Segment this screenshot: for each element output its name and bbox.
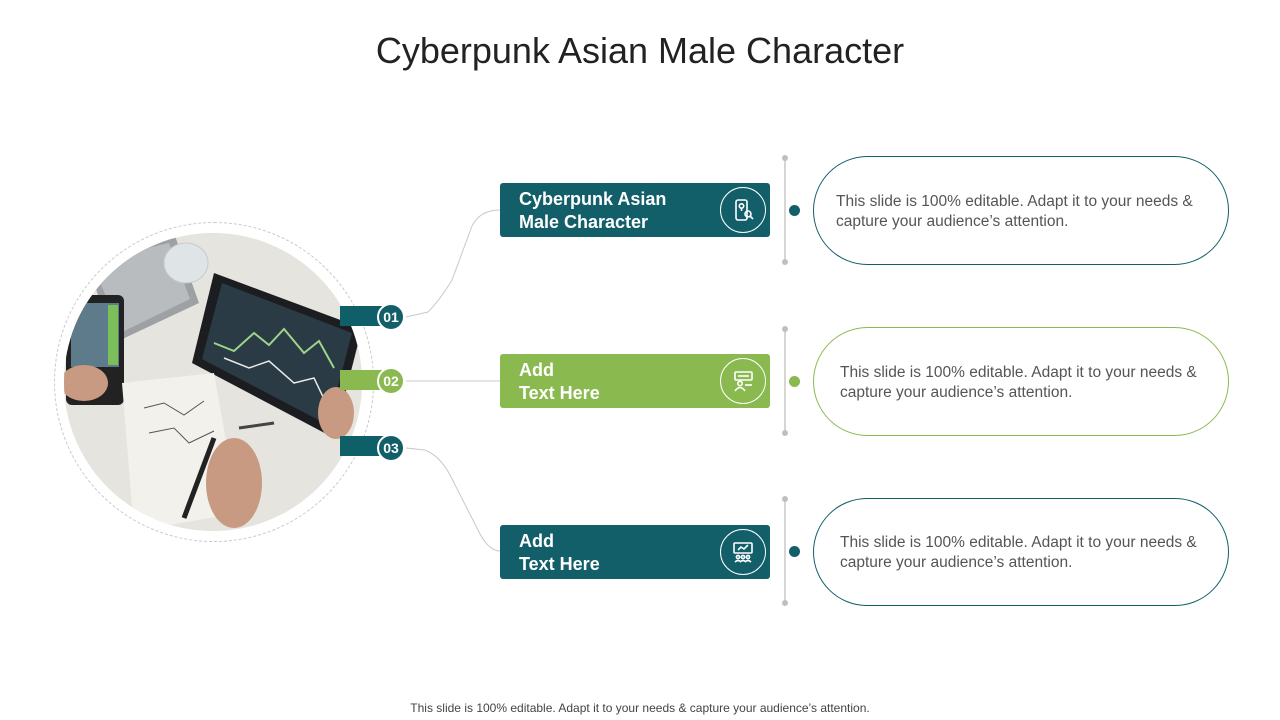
label-box-03: Add Text Here [500, 525, 770, 579]
description-text-01: This slide is 100% editable. Adapt it to… [836, 193, 1193, 230]
description-pill-02: This slide is 100% editable. Adapt it to… [813, 327, 1229, 436]
label-box-02: Add Text Here [500, 354, 770, 408]
description-pill-01: This slide is 100% editable. Adapt it to… [813, 156, 1229, 265]
label-text-02-line2: Text Here [519, 383, 600, 403]
separator-02 [784, 329, 786, 433]
label-text-03-line1: Add [519, 531, 554, 551]
label-text-01-line1: Cyberpunk Asian [519, 189, 667, 209]
description-text-03: This slide is 100% editable. Adapt it to… [840, 534, 1197, 571]
slide-title: Cyberpunk Asian Male Character [375, 30, 905, 71]
presentation-audience-icon [720, 529, 766, 575]
description-text-02: This slide is 100% editable. Adapt it to… [840, 364, 1197, 401]
footer-note: This slide is 100% editable. Adapt it to… [410, 701, 870, 715]
bullet-dot-03 [789, 546, 800, 557]
separator-03 [784, 499, 786, 603]
label-text-02-line1: Add [519, 360, 554, 380]
separator-02-top-dot [782, 326, 788, 332]
label-text-03-line2: Text Here [519, 554, 600, 574]
mobile-location-icon [720, 187, 766, 233]
bullet-dot-02 [789, 376, 800, 387]
separator-03-bottom-dot [782, 600, 788, 606]
description-pill-03: This slide is 100% editable. Adapt it to… [813, 498, 1229, 606]
number-badge-02: 02 [377, 367, 405, 395]
separator-01-top-dot [782, 155, 788, 161]
number-badge-01: 01 [377, 303, 405, 331]
separator-02-bottom-dot [782, 430, 788, 436]
label-box-01: Cyberpunk Asian Male Character [500, 183, 770, 237]
bullet-dot-01 [789, 205, 800, 216]
label-text-01-line2: Male Character [519, 212, 649, 232]
demo-presenter-icon [720, 358, 766, 404]
separator-03-top-dot [782, 496, 788, 502]
number-badge-03: 03 [377, 434, 405, 462]
separator-01 [784, 158, 786, 262]
separator-01-bottom-dot [782, 259, 788, 265]
